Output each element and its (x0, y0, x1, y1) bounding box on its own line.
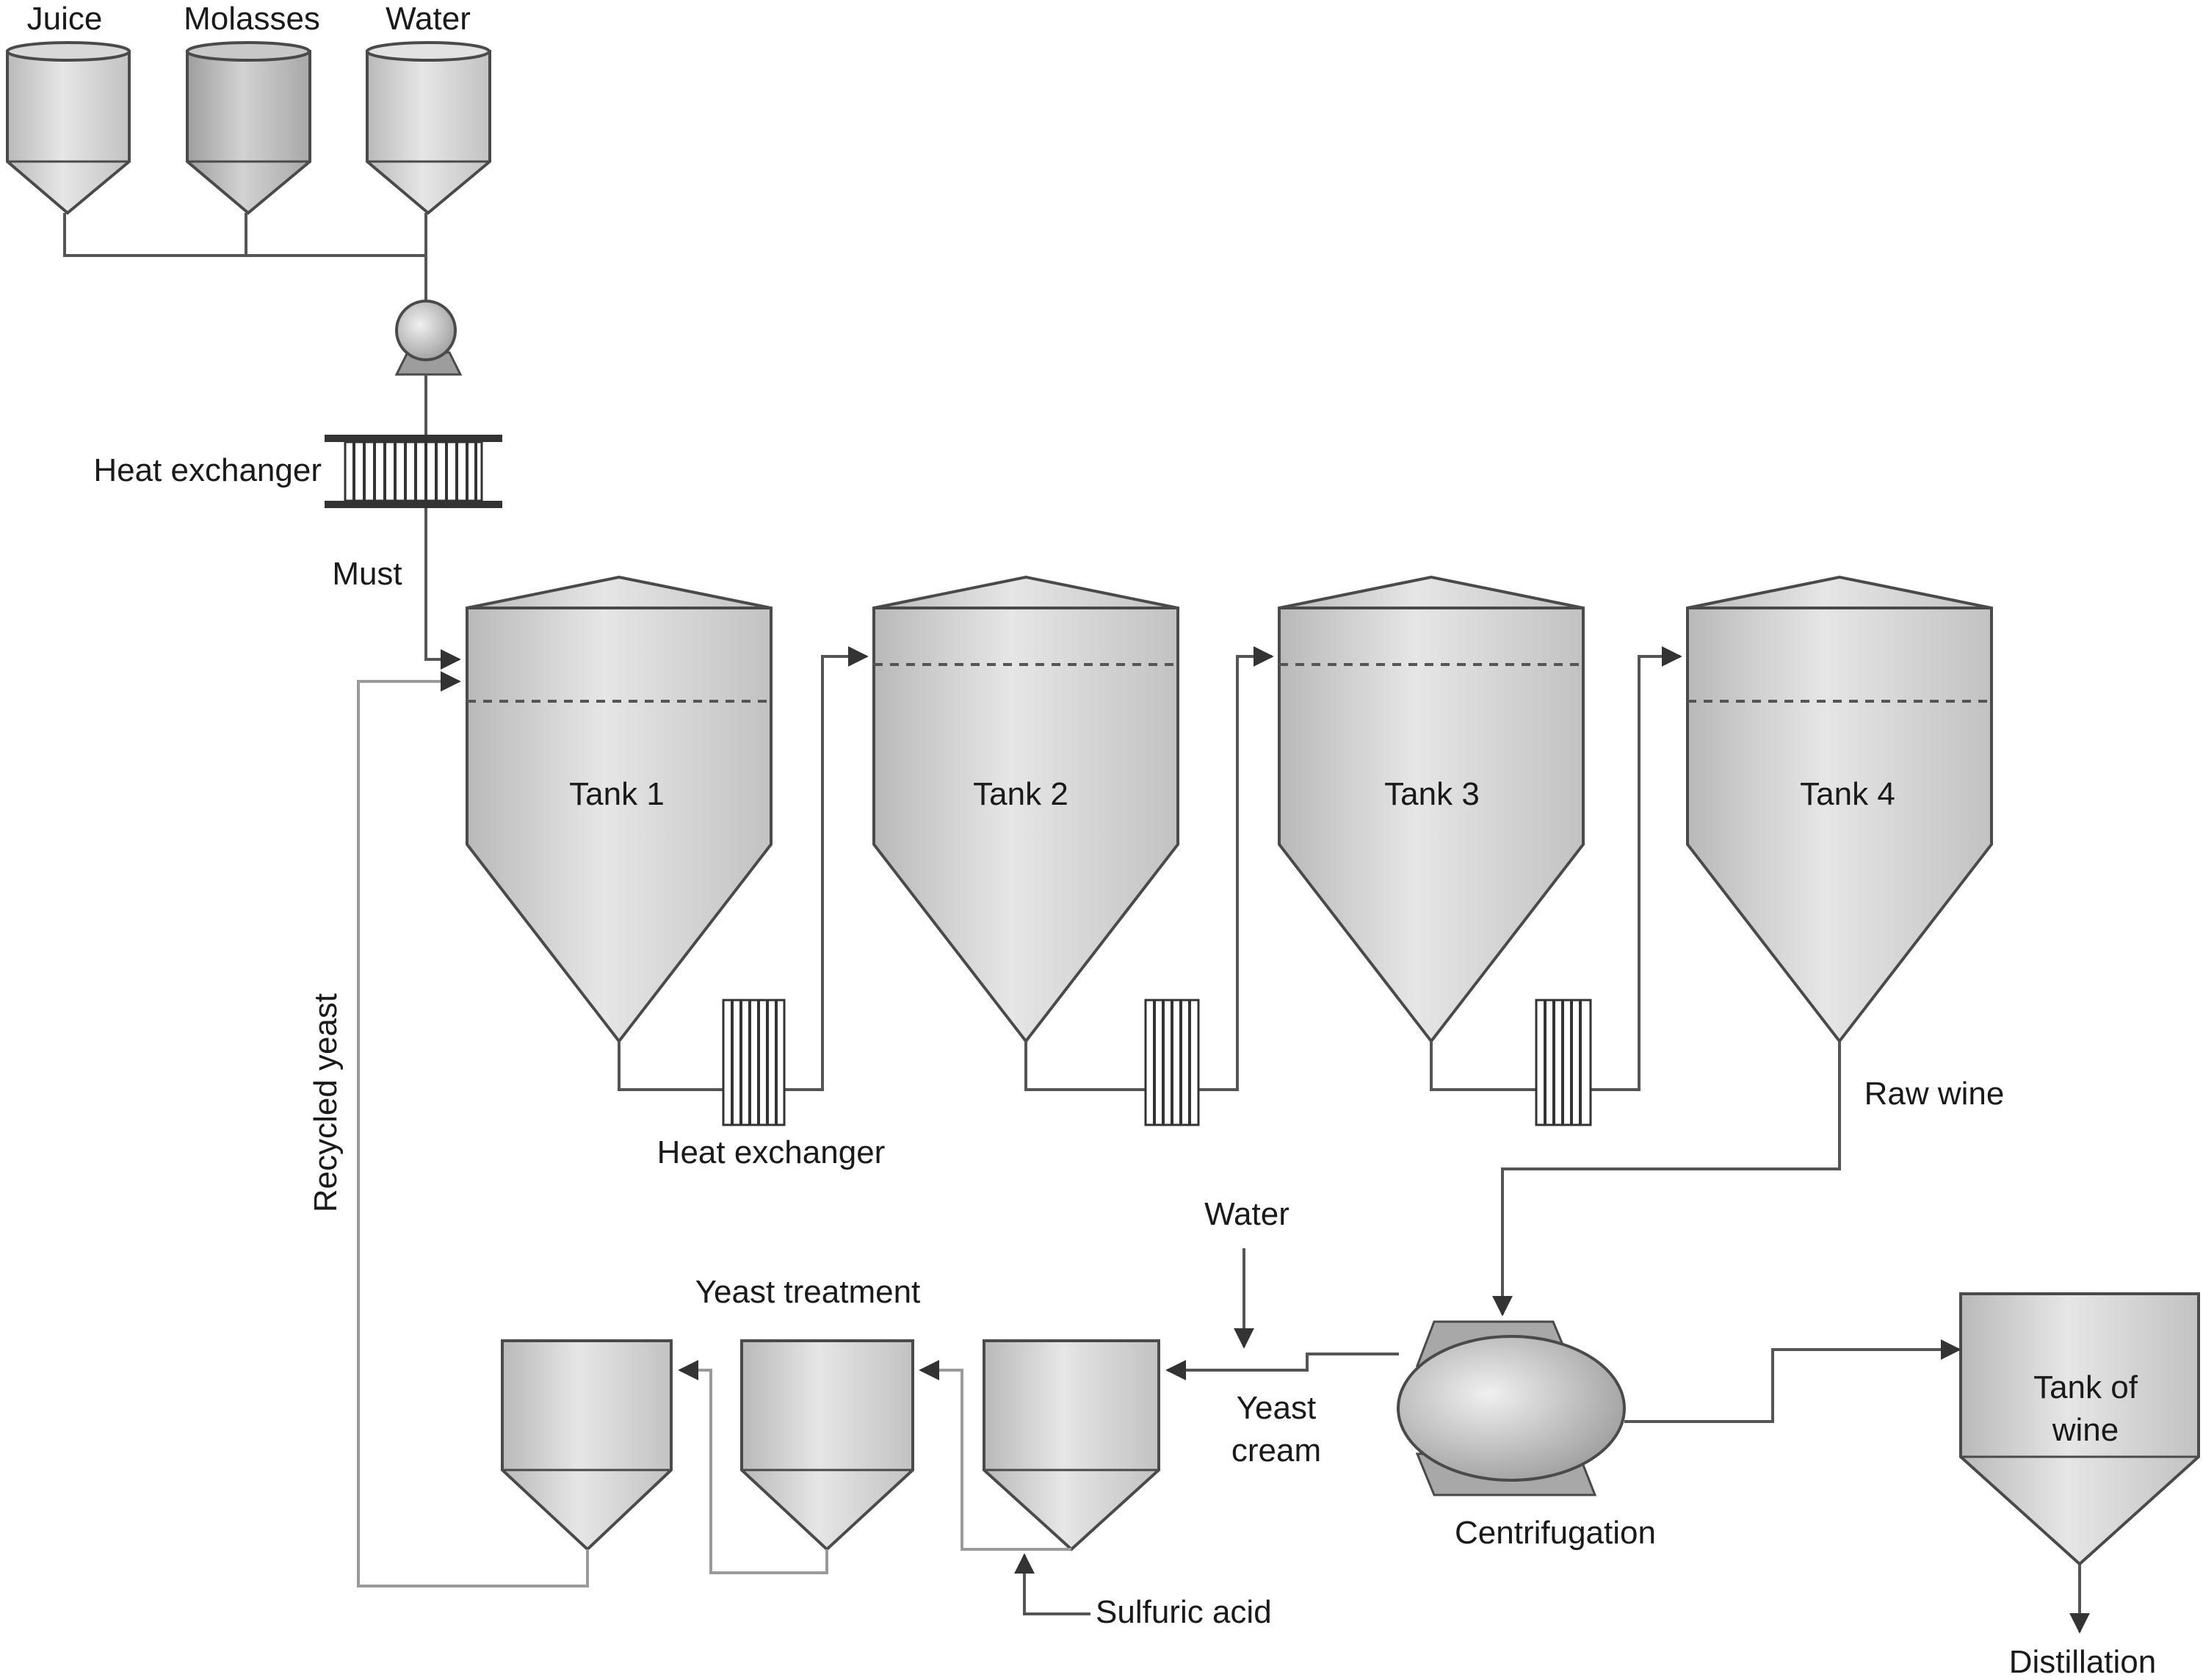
tank1-to-tank2-pipe (618, 656, 867, 1091)
feed-manifold-pipe (63, 213, 427, 308)
molasses-tank (186, 41, 311, 215)
pump-icon (394, 300, 463, 376)
yeast-treatment-tank-3 (983, 1339, 1160, 1552)
label-tank-2: Tank 2 (973, 776, 1068, 812)
raw-wine-pipe (1492, 1041, 1841, 1317)
tank-of-wine (1959, 1292, 2200, 1566)
heat-exchanger-top-icon (325, 435, 502, 508)
label-juice: Juice (27, 1, 103, 37)
label-tank-4: Tank 4 (1800, 776, 1895, 812)
label-tank-1: Tank 1 (569, 776, 665, 812)
yeast-cream-pipe (1165, 1353, 1399, 1380)
water-tank-top (366, 41, 491, 215)
label-water-bottom: Water (1204, 1196, 1289, 1232)
label-sulfuric-acid: Sulfuric acid (1096, 1594, 1272, 1630)
sulfuric-acid-pipe (1014, 1553, 1090, 1615)
label-recycled-yeast: Recycled yeast (308, 993, 344, 1212)
label-centrifugation: Centrifugation (1455, 1515, 1656, 1551)
label-heat-exchanger-top: Heat exchanger (93, 452, 322, 488)
label-tank-of-wine-line2: wine (2052, 1412, 2119, 1448)
label-water-top: Water (386, 1, 471, 37)
label-tank-of-wine-line1: Tank of (2033, 1369, 2138, 1405)
tank-1 (466, 575, 773, 1044)
treatment-pipe-3-to-2 (919, 1360, 1071, 1551)
label-heat-exchanger-mid: Heat exchanger (657, 1134, 886, 1170)
wine-outlet-pipe (1624, 1339, 1961, 1423)
recycled-yeast-pipe (357, 671, 589, 1587)
must-pipe (424, 508, 461, 670)
tank2-to-tank3-pipe (1024, 656, 1272, 1091)
juice-tank (6, 41, 131, 215)
label-yeast-cream-line1: Yeast (1237, 1390, 1316, 1426)
label-yeast-cream-line2: cream (1231, 1433, 1321, 1469)
label-raw-wine: Raw wine (1864, 1076, 2005, 1112)
treatment-pipe-2-to-1 (678, 1360, 828, 1574)
tank3-to-tank4-pipe (1430, 656, 1680, 1091)
tank-3 (1278, 575, 1585, 1044)
heat-exchanger-3-icon (1535, 999, 1592, 1126)
yeast-treatment-tank-2 (740, 1339, 914, 1552)
label-tank-3: Tank 3 (1384, 776, 1480, 812)
heat-exchanger-2-icon (1144, 999, 1200, 1126)
label-distillation: Distillation (2009, 1644, 2157, 1680)
heat-exchanger-1-icon (722, 999, 786, 1126)
label-molasses: Molasses (184, 1, 320, 37)
label-yeast-treatment: Yeast treatment (695, 1274, 921, 1310)
centrifuge-icon (1397, 1320, 1626, 1496)
tank-2 (872, 575, 1179, 1044)
label-must: Must (332, 556, 402, 592)
yeast-treatment-tank-1 (501, 1339, 673, 1552)
tank-4 (1686, 575, 1993, 1044)
